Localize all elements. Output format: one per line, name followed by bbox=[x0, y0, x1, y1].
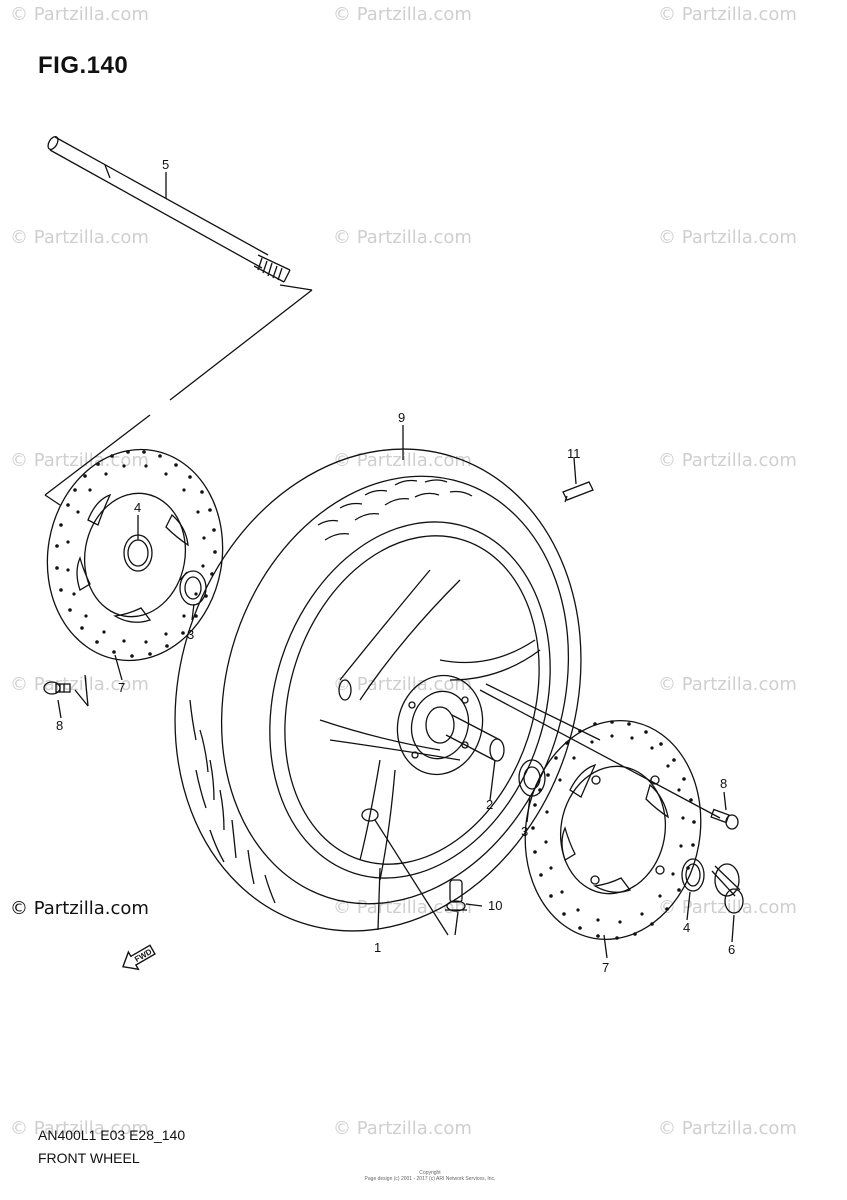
watermark: © Partzilla.com bbox=[333, 897, 472, 918]
callout-5: 5 bbox=[162, 157, 170, 172]
brand-mark: © Partzilla.com bbox=[10, 898, 149, 919]
fwd-arrow-icon: FWD bbox=[122, 944, 156, 971]
right-brake-disc bbox=[524, 719, 702, 941]
callout-8: 8 bbox=[56, 718, 64, 733]
axle-part bbox=[47, 135, 291, 283]
right-collar bbox=[681, 858, 705, 892]
callout-7: 7 bbox=[118, 680, 126, 695]
watermark: © Partzilla.com bbox=[333, 1118, 472, 1139]
callout-3: 3 bbox=[187, 627, 195, 642]
callout-6: 6 bbox=[728, 942, 736, 957]
watermark: © Partzilla.com bbox=[658, 450, 797, 471]
watermark: © Partzilla.com bbox=[10, 227, 149, 248]
left-bolt bbox=[43, 681, 71, 695]
axle-spacer bbox=[711, 863, 744, 914]
left-brake-disc bbox=[46, 448, 224, 662]
callout-7: 7 bbox=[602, 960, 610, 975]
hub-spacer bbox=[445, 714, 505, 762]
diagram-code: AN400L1 E03 E28_140 bbox=[38, 1127, 186, 1143]
watermark: © Partzilla.com bbox=[10, 1118, 149, 1139]
wheel-hub bbox=[396, 674, 484, 776]
watermark: © Partzilla.com bbox=[658, 897, 797, 918]
front-tire bbox=[174, 448, 582, 932]
tire-valve bbox=[445, 879, 467, 912]
diagram-caption: FRONT WHEEL bbox=[38, 1150, 140, 1166]
callout-2: 2 bbox=[486, 797, 494, 812]
watermark: © Partzilla.com bbox=[10, 4, 149, 25]
callout-1: 1 bbox=[374, 940, 382, 955]
right-bolt bbox=[710, 808, 739, 830]
watermark: © Partzilla.com bbox=[658, 227, 797, 248]
copyright-notice: Copyright Page design (c) 2001 - 2017 (c… bbox=[360, 1170, 500, 1182]
callout-10: 10 bbox=[488, 898, 503, 913]
watermark: © Partzilla.com bbox=[10, 450, 149, 471]
watermark: © Partzilla.com bbox=[658, 674, 797, 695]
left-bearing bbox=[179, 570, 207, 606]
callout-11: 11 bbox=[567, 446, 581, 461]
copyright-line: Copyright bbox=[419, 1170, 441, 1176]
front-rim bbox=[269, 521, 551, 881]
left-disc-holes bbox=[55, 450, 217, 658]
watermark: © Partzilla.com bbox=[658, 4, 797, 25]
watermark: © Partzilla.com bbox=[333, 450, 472, 471]
callout-3: 3 bbox=[521, 824, 529, 839]
callout-4: 4 bbox=[134, 500, 142, 515]
figure-title: FIG.140 bbox=[38, 52, 129, 79]
watermark: © Partzilla.com bbox=[658, 1118, 797, 1139]
watermark: © Partzilla.com bbox=[333, 227, 472, 248]
callout-4: 4 bbox=[683, 920, 691, 935]
callout-8: 8 bbox=[720, 776, 728, 791]
copyright-line: Page design (c) 2001 - 2017 (c) ARI Netw… bbox=[364, 1176, 496, 1182]
watermark: © Partzilla.com bbox=[333, 4, 472, 25]
balance-weight bbox=[562, 481, 594, 503]
callout-9: 9 bbox=[398, 410, 406, 425]
